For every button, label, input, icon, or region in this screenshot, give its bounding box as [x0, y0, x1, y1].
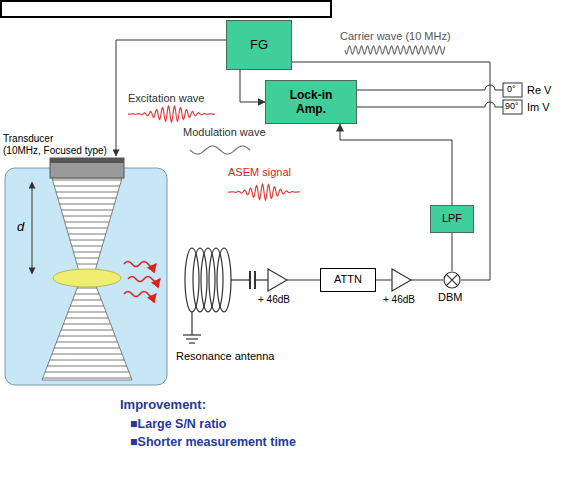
output-wires — [357, 85, 503, 107]
water-tank — [5, 168, 167, 385]
phase-label: 90° — [505, 101, 519, 111]
note-item: ■Shorter measurement time — [130, 435, 296, 449]
signal-name: ASEM signal — [228, 166, 291, 179]
part-name: Transducer — [3, 133, 53, 145]
resonance-coil — [185, 248, 231, 312]
transducer — [50, 158, 124, 178]
carrier-waveform — [345, 46, 445, 54]
node-label: LPF — [442, 212, 462, 225]
output-terminal — [503, 83, 522, 97]
signal-name: Modulation wave — [183, 126, 266, 139]
signal-name: Carrier wave (10 MHz) — [340, 30, 451, 43]
gain-label: + 46dB — [383, 294, 415, 306]
attenuator-box: ATTN — [320, 268, 376, 292]
note-item: ■Large S/N ratio — [130, 417, 226, 431]
output-name: Im V — [527, 101, 550, 114]
node-label: Lock-in Amp. — [284, 88, 338, 117]
amplifier-symbol — [392, 269, 411, 291]
header-frame — [1, 1, 331, 17]
ultrasound-beam — [30, 178, 140, 380]
signal-connector — [240, 70, 265, 102]
node-label: ATTN — [334, 273, 362, 286]
gain-label: + 46dB — [258, 294, 290, 306]
filter-box: LPF — [430, 205, 474, 233]
mixer-circle: DBM — [443, 271, 461, 289]
signal-connector — [340, 124, 452, 205]
excitation-waveform — [128, 106, 215, 122]
excitation-wire — [116, 40, 226, 156]
ground-symbol — [183, 312, 201, 343]
mixer-symbol — [443, 271, 461, 289]
phase-label: 0° — [507, 84, 516, 94]
node-label: DBM — [438, 291, 456, 304]
note-heading: Improvement: — [120, 398, 206, 413]
part-name: (10MHz, Focused type) — [3, 145, 107, 157]
asem-waveform — [228, 184, 300, 200]
output-terminal — [503, 100, 522, 114]
sample-region — [53, 269, 121, 287]
signal-connector — [452, 233, 453, 271]
signal-name: Excitation wave — [128, 92, 204, 105]
distance-arrow — [32, 182, 33, 274]
amplifier-symbol — [268, 269, 287, 291]
lockin-box: Lock-in Amp. — [265, 80, 357, 124]
transducer-top — [50, 158, 124, 163]
node-label: FG — [250, 37, 268, 53]
output-name: Re V — [527, 84, 551, 97]
modulation-waveform — [190, 146, 250, 154]
part-name: Resonance antenna — [176, 350, 274, 363]
generator-box: FG — [226, 20, 292, 70]
dimension-label: d — [17, 220, 24, 235]
emission-arrows — [124, 262, 160, 297]
